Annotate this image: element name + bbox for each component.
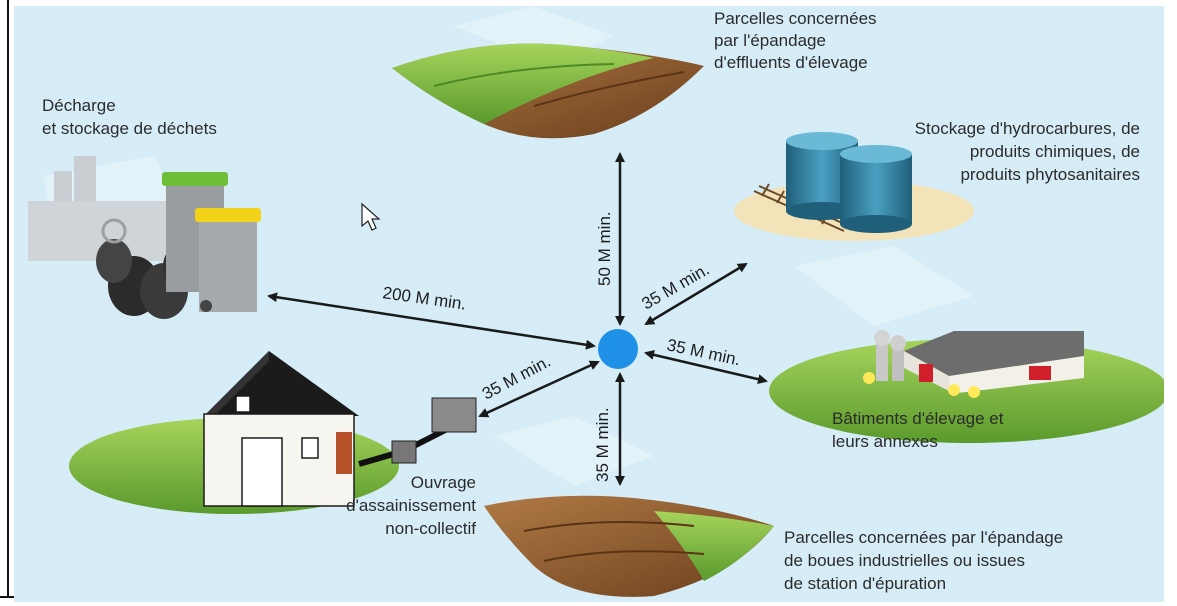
label-landfill-line1: Décharge xyxy=(42,96,116,115)
arrow-lower-left xyxy=(478,360,600,418)
landfill-illustration xyxy=(28,156,261,319)
field-top-illustration xyxy=(392,43,704,139)
recycle-icon xyxy=(101,218,127,244)
label-farm-line1: Bâtiments d'élevage et xyxy=(832,409,1004,428)
distance-up: 50 M min. xyxy=(595,211,614,286)
label-field-top-line1: Parcelles concernées xyxy=(714,9,877,28)
label-septic-line1: Ouvrage xyxy=(411,473,476,492)
label-field-bottom-line3: de station d'épuration xyxy=(784,574,946,593)
label-septic: Ouvrage d'assainissement non-collectif xyxy=(346,473,476,538)
label-tanks-line2: produits chimiques, de xyxy=(970,142,1140,161)
label-field-bottom-line1: Parcelles concernées par l'épandage xyxy=(784,528,1063,547)
label-farm-line2: leurs annexes xyxy=(832,432,938,451)
bottom-border xyxy=(0,596,14,598)
septic-system xyxy=(358,397,477,467)
label-septic-line3: non-collectif xyxy=(385,519,476,538)
label-tanks-line1: Stockage d'hydrocarbures, de xyxy=(915,119,1140,138)
tanks-illustration xyxy=(734,132,974,241)
label-field-top-line2: par l'épandage xyxy=(714,31,826,50)
label-field-top-line3: d'effluents d'élevage xyxy=(714,53,868,72)
label-tanks: Stockage d'hydrocarbures, de produits ch… xyxy=(915,119,1140,184)
yellow-bin xyxy=(195,208,261,312)
arrow-upper-right xyxy=(644,262,748,326)
arrow-left xyxy=(267,292,596,350)
field-bottom-illustration xyxy=(484,495,774,597)
distance-lower-left: 35 M min. xyxy=(479,352,554,404)
left-border xyxy=(7,0,9,596)
label-tanks-line3: produits phytosanitaires xyxy=(960,165,1140,184)
distance-left: 200 M min. xyxy=(381,283,467,314)
distance-arrows xyxy=(267,152,768,486)
label-field-top: Parcelles concernées par l'épandage d'ef… xyxy=(714,9,877,72)
label-septic-line2: d'assainissement xyxy=(346,496,476,515)
label-field-bottom: Parcelles concernées par l'épandage de b… xyxy=(784,528,1063,593)
label-farm: Bâtiments d'élevage et leurs annexes xyxy=(832,409,1004,451)
tank-right xyxy=(840,145,912,233)
farm-illustration xyxy=(769,330,1164,443)
label-landfill-line2: et stockage de déchets xyxy=(42,119,217,138)
distance-down: 35 M min. xyxy=(593,407,612,482)
arrow-right xyxy=(644,349,768,385)
silos xyxy=(874,330,906,381)
label-field-bottom-line2: de boues industrielles ou issues xyxy=(784,551,1025,570)
distance-right: 35 M min. xyxy=(665,335,742,369)
diagram-canvas: 50 M min. 200 M min. 35 M min. 35 M min.… xyxy=(14,6,1164,602)
center-point xyxy=(598,329,638,369)
label-landfill: Décharge et stockage de déchets xyxy=(42,96,217,138)
diagram-svg: 50 M min. 200 M min. 35 M min. 35 M min.… xyxy=(28,6,1164,597)
house-illustration xyxy=(69,351,477,514)
mouse-cursor-icon xyxy=(361,202,381,231)
